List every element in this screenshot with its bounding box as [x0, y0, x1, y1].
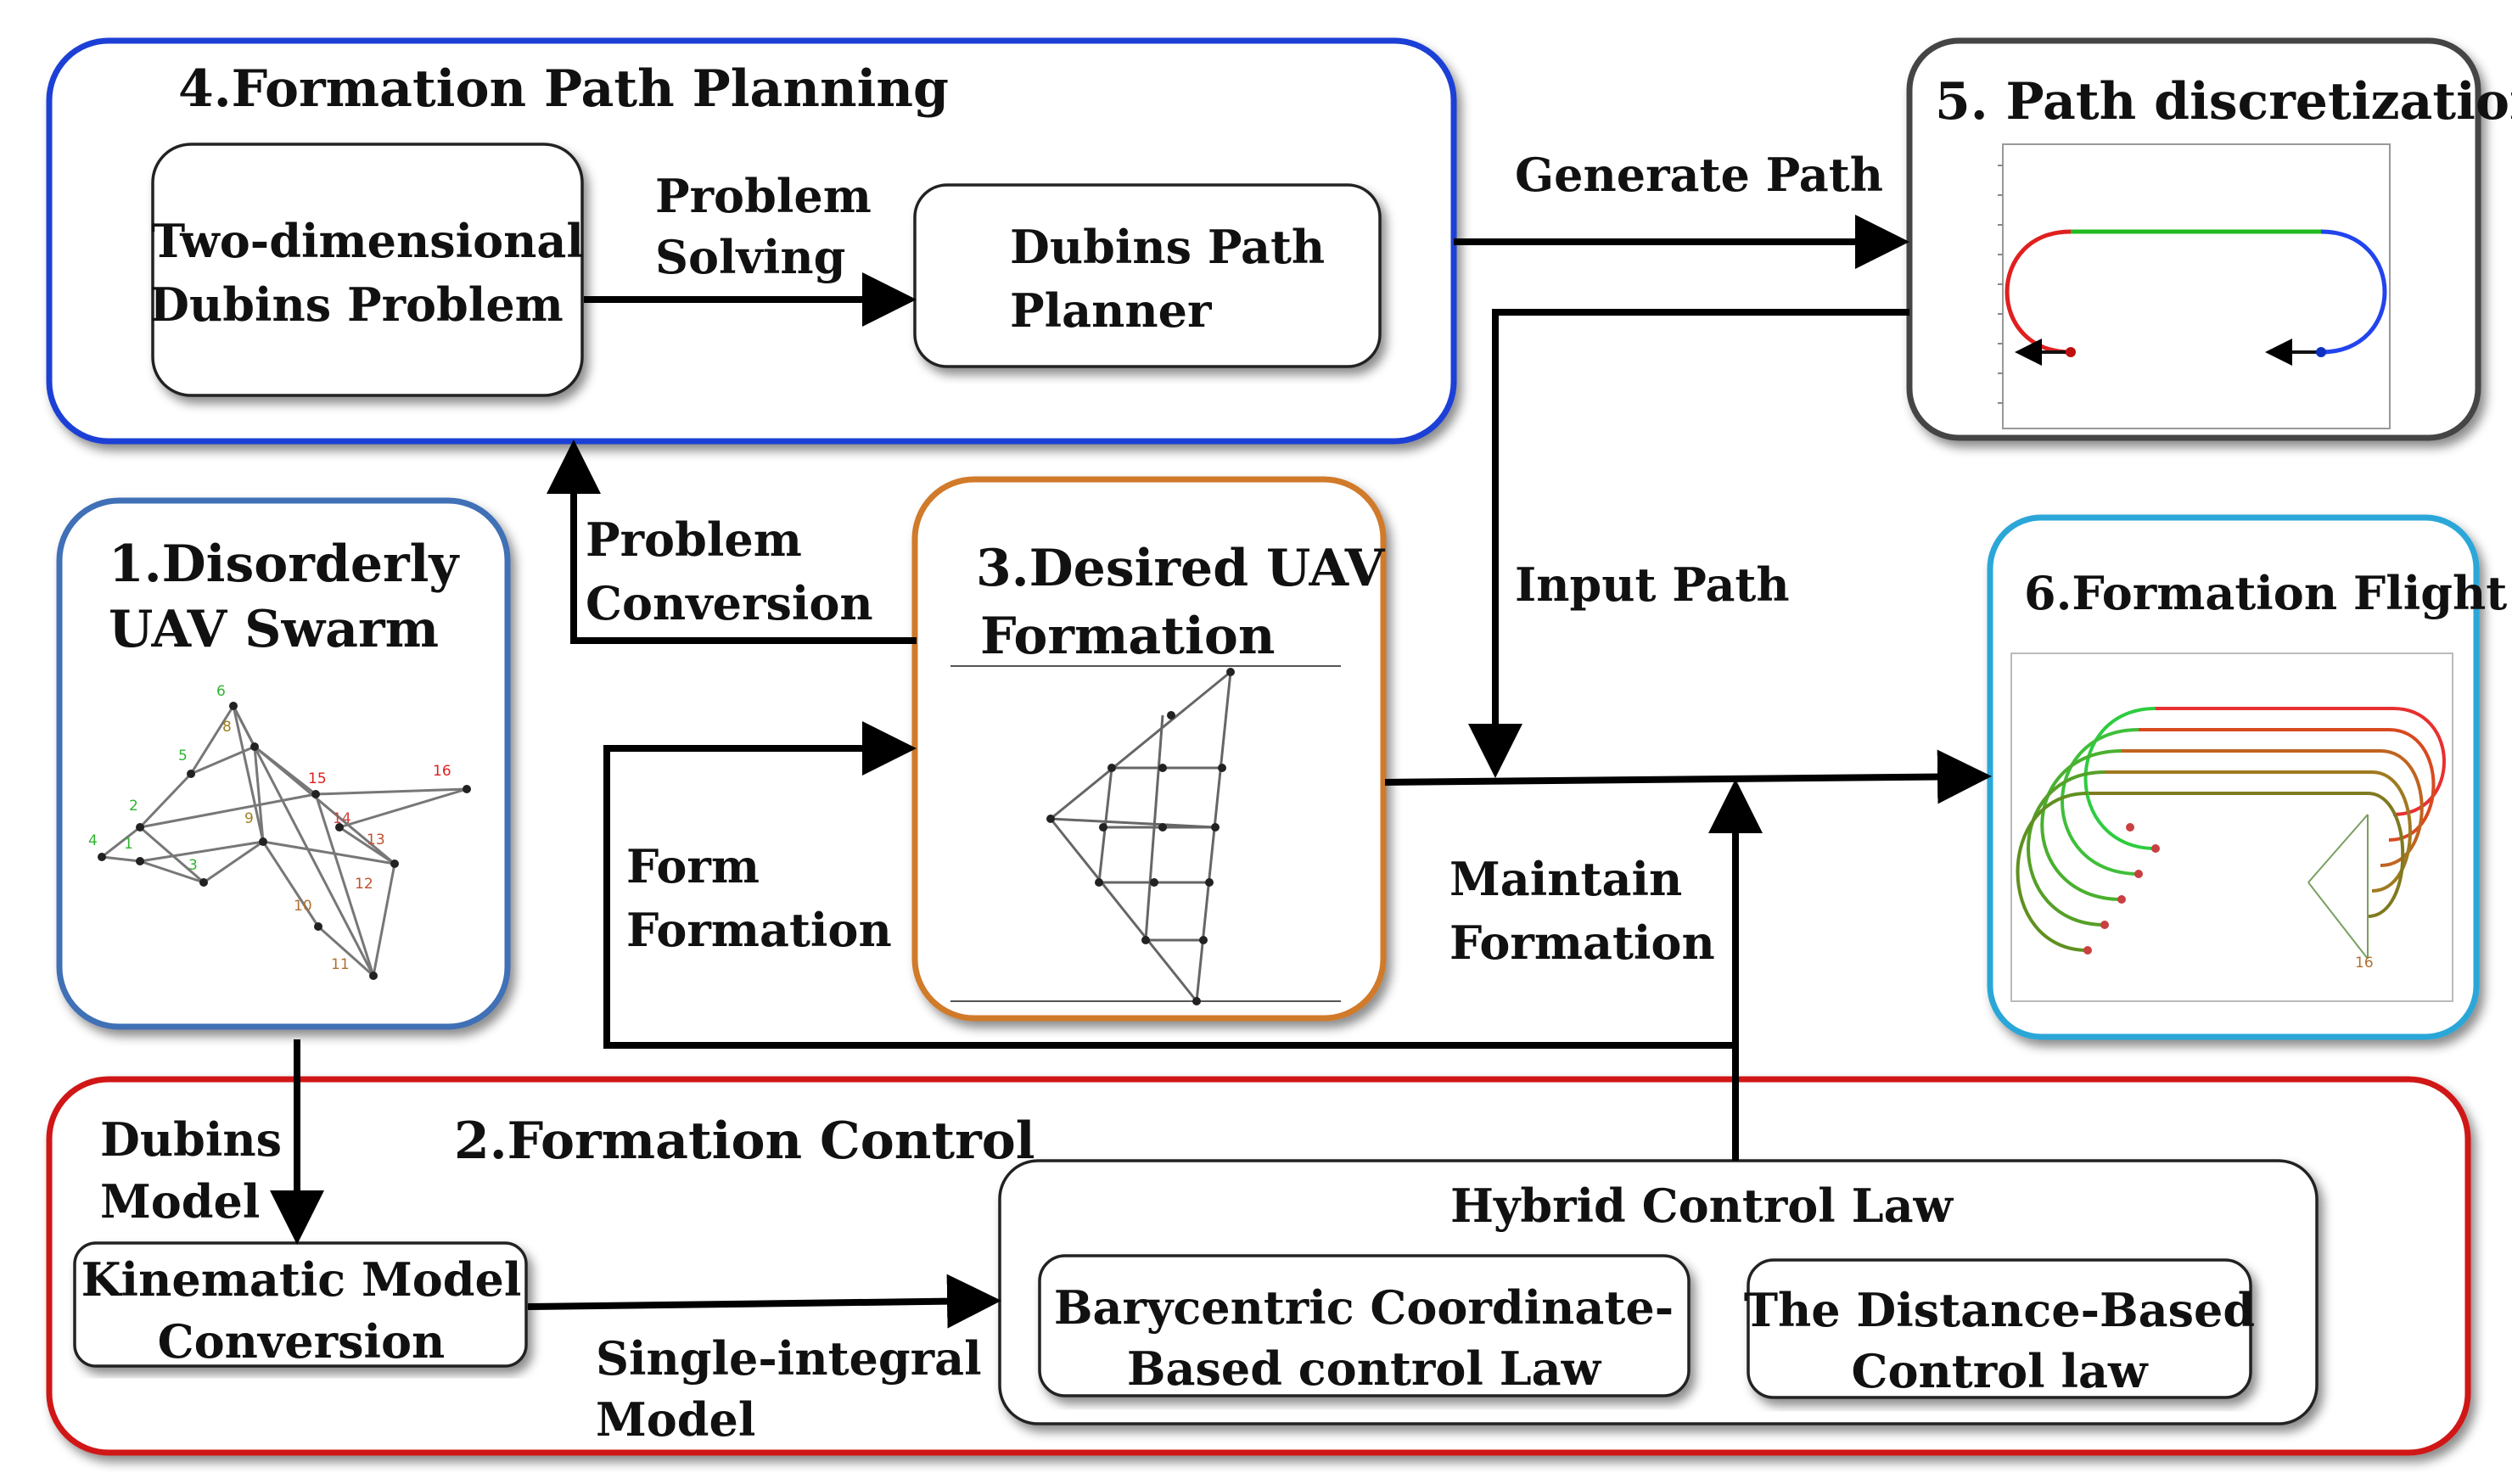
desired-formation-graph: [950, 665, 1341, 1005]
formation-flight-title: 6.Formation Flight: [2024, 566, 2507, 620]
dubins-model-line2: Model: [100, 1174, 260, 1229]
swarm-title-line2: UAV Swarm: [109, 600, 439, 659]
hybrid-control-title: Hybrid Control Law: [1450, 1179, 1954, 1233]
swarm-title-line1: 1.Disorderly: [109, 535, 460, 594]
maintain-formation-line1: Maintain: [1449, 852, 1682, 906]
input-path-label: Input Path: [1515, 557, 1790, 612]
problem-solving-label-line2: Solving: [655, 230, 845, 284]
swarm-node-label: 3: [188, 857, 198, 874]
problem-conversion-arrow: [547, 440, 917, 644]
single-integral-arrow: [527, 1274, 1001, 1329]
distance-based-line1: The Distance-Based: [1744, 1283, 2255, 1337]
discretization-plot: [1998, 143, 2391, 429]
swarm-node-labels: 6 8 5 2 4 1 3 9 15 14 13 12 10 11 16: [88, 683, 451, 973]
generate-path-label: Generate Path: [1515, 148, 1883, 202]
dubins-problem-line2: Dubins Problem: [149, 277, 564, 332]
swarm-node-label: 1: [124, 836, 133, 853]
flight-node-label: 16: [2355, 955, 2374, 972]
form-formation-arrow: [603, 721, 1735, 1049]
problem-conversion-line1: Problem: [586, 512, 802, 567]
swarm-node-label: 10: [294, 898, 312, 915]
barycentric-line1: Barycentric Coordinate-: [1054, 1280, 1674, 1335]
disorderly-swarm-panel: [56, 497, 511, 1030]
swarm-node-label: 9: [244, 810, 254, 827]
single-integral-line1: Single-integral: [596, 1331, 982, 1386]
swarm-node-label: 14: [333, 810, 351, 827]
distance-based-line2: Control law: [1852, 1344, 2149, 1398]
swarm-node-label: 4: [88, 832, 98, 849]
swarm-node-label: 13: [367, 832, 385, 848]
formation-flight-plot: [2010, 652, 2453, 1002]
swarm-node-label: 11: [331, 956, 350, 973]
swarm-graph: [101, 705, 468, 977]
formation-control-title: 2.Formation Control: [454, 1112, 1035, 1171]
swarm-node-label: 16: [433, 763, 451, 780]
barycentric-line2: Based control Law: [1127, 1341, 1602, 1396]
swarm-node-label: 6: [216, 683, 226, 700]
barycentric-box: [1038, 1254, 1691, 1397]
dubins-problem-box: [151, 143, 584, 397]
dubins-problem-line1: Two-dimensional: [151, 214, 584, 268]
kinematic-model-line1: Kinematic Model: [81, 1252, 522, 1307]
dubins-planner-line1: Dubins Path: [1010, 220, 1325, 274]
swarm-node-label: 8: [222, 719, 232, 736]
single-integral-line2: Model: [596, 1392, 755, 1447]
problem-conversion-line2: Conversion: [586, 576, 873, 630]
swarm-node-label: 12: [355, 876, 373, 893]
maintain-formation-line2: Formation: [1449, 916, 1715, 970]
swarm-node-label: 5: [178, 748, 188, 764]
input-path-arrow: [1468, 309, 1909, 778]
desired-title-line1: 3.Desired UAV: [976, 539, 1386, 598]
problem-solving-label-line1: Problem: [655, 169, 872, 223]
form-formation-line2: Formation: [626, 903, 892, 957]
form-formation-line1: Form: [626, 839, 760, 893]
formation-flight-arrow: [1384, 749, 1992, 804]
swarm-node-label: 2: [129, 798, 138, 815]
path-planning-title: 4.Formation Path Planning: [178, 59, 949, 119]
distance-based-box: [1747, 1258, 2252, 1399]
path-discretization-title: 5. Path discretization: [1935, 72, 2512, 132]
dubins-model-line1: Dubins: [100, 1112, 282, 1167]
desired-title-line2: Formation: [980, 607, 1275, 666]
kinematic-model-line2: Conversion: [158, 1314, 446, 1369]
dubins-planner-line2: Planner: [1010, 283, 1212, 338]
swarm-node-label: 15: [308, 770, 327, 787]
